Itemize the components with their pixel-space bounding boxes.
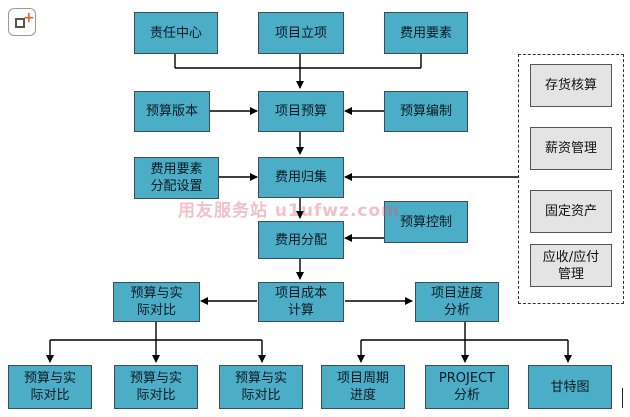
module-group (518, 54, 624, 304)
node-project-progress-analysis: 项目进度 分析 (415, 282, 499, 322)
node-project-budget: 项目预算 (258, 91, 344, 132)
node-budget-version: 预算版本 (134, 91, 210, 132)
node-cost-elements: 费用要素 (384, 12, 468, 54)
node-project-cycle-progress: 项目周期 进度 (321, 365, 405, 409)
module-inventory-accounting: 存货核算 (530, 64, 612, 107)
node-project-initiation: 项目立项 (258, 12, 344, 54)
node-gantt-chart: 甘特图 (528, 365, 612, 409)
node-budget-vs-actual-main: 预算与实 际对比 (113, 282, 200, 322)
node-project-analysis: PROJECT 分析 (425, 365, 509, 409)
node-responsibility-center: 责任中心 (134, 12, 218, 54)
watermark-text: 用友服务站 u1ufwz.com (178, 201, 400, 221)
node-budget-compilation: 预算编制 (384, 91, 468, 132)
node-project-cost-calc: 项目成本 计算 (258, 282, 344, 322)
text-cursor (622, 388, 623, 408)
node-cost-collection: 费用归集 (258, 157, 344, 198)
node-budget-vs-actual-3: 预算与实 际对比 (219, 365, 303, 409)
node-cost-allocation: 费用分配 (258, 221, 344, 259)
node-budget-vs-actual-2: 预算与实 际对比 (114, 365, 198, 409)
module-receivables-payables: 应收/应付 管理 (530, 244, 612, 287)
module-fixed-assets: 固定资产 (530, 190, 612, 233)
node-budget-vs-actual-1: 预算与实 际对比 (8, 365, 92, 409)
module-payroll-management: 薪资管理 (530, 127, 612, 170)
node-cost-element-allocation: 费用要素 分配设置 (134, 157, 219, 199)
node-budget-control: 预算控制 (384, 201, 468, 243)
app-logo-icon: + (8, 8, 36, 36)
